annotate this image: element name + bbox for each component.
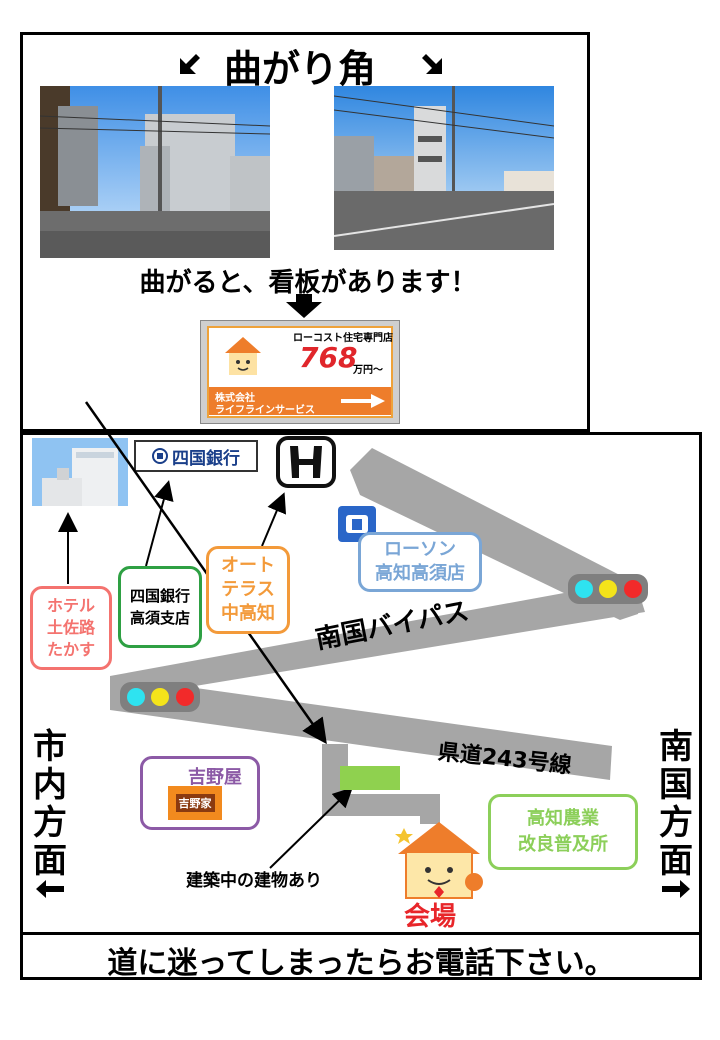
footer-message: 道に迷ってしまったらお電話下さい。 <box>107 946 615 981</box>
corner-photo-left <box>40 86 270 258</box>
shikoku-bank-label: 四国銀行高須支店 <box>118 566 202 648</box>
arrow-down-icon <box>286 294 322 318</box>
traffic-signal-left <box>120 682 200 712</box>
venue-house-icon <box>395 822 483 899</box>
corner-title: 曲がり角 <box>223 47 376 91</box>
venue-label: 会場 <box>404 902 457 932</box>
arrow-down-left-icon <box>180 54 200 74</box>
city-direction: 市内方面 <box>33 727 67 881</box>
honda-arrow <box>261 492 287 547</box>
company-signboard: ローコスト住宅専門店 768 万円～ 株式会社 ライフラインサービス <box>200 320 400 424</box>
turn-caption: 曲がると、看板があります！ <box>139 268 477 298</box>
auto-terrace-label: オートテラス中高知 <box>206 546 290 634</box>
arrow-left-icon <box>36 880 64 898</box>
corner-photo-right <box>334 86 554 250</box>
sign-company-line1: 株式会社 <box>215 393 255 404</box>
honda-h-icon <box>290 446 322 478</box>
shikoku-bank-sign: 四国銀行 <box>134 440 258 472</box>
sign-company-line2: ライフラインサービス <box>215 405 315 416</box>
traffic-signal-right <box>568 574 648 604</box>
road-venue-down <box>420 794 440 824</box>
road-bypass <box>110 580 645 700</box>
bank-sign-text: 四国銀行 <box>172 448 240 469</box>
bank-logo-icon <box>152 448 168 464</box>
sign-price: 768 <box>299 341 358 374</box>
arrow-down-right-icon <box>422 54 442 74</box>
nankoku-direction: 南国方面 <box>659 727 693 881</box>
bank-arrow <box>145 480 174 567</box>
nogyo-label: 高知農業改良普及所 <box>488 794 638 870</box>
arrow-right-icon <box>341 394 385 408</box>
route-arrow <box>84 401 327 745</box>
yoshinoya-logo-text: 吉野家 <box>175 794 215 812</box>
lawson-label: ローソン高知高須店 <box>358 532 482 592</box>
house-mascot-icon <box>225 337 261 375</box>
honda-logo <box>276 436 336 488</box>
construction-note: 建築中の建物あり <box>186 871 322 891</box>
sign-tagline: ローコスト住宅専門店 <box>293 333 393 344</box>
hotel-label: ホテル土佐路たかす <box>30 586 112 670</box>
yoshinoya-logo: 吉野家 <box>168 786 222 820</box>
yoshinoya-label: 吉野屋 <box>140 756 260 830</box>
sign-price-unit: 万円～ <box>353 365 383 376</box>
road-prefectural <box>110 676 612 780</box>
footer-divider <box>20 932 702 935</box>
construction-arrow <box>269 787 353 869</box>
construction-site <box>340 766 400 790</box>
lawson-milk-icon <box>346 515 368 533</box>
hotel-photo <box>32 438 128 506</box>
arrow-right-icon <box>662 880 690 898</box>
